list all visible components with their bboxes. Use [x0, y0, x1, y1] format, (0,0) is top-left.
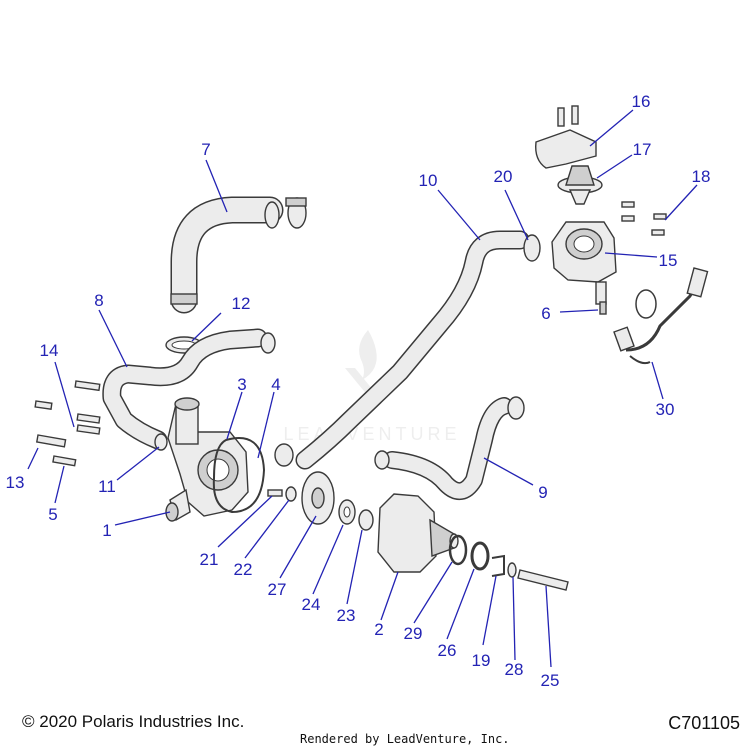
diagram-code: C701105 [668, 713, 740, 733]
part-19-clip[interactable] [491, 554, 505, 577]
part-10-clamp-lower[interactable] [274, 443, 294, 467]
part-8-hose[interactable] [102, 328, 268, 450]
callout-27[interactable]: 27 [268, 580, 287, 599]
part-29-o-ring[interactable] [448, 534, 468, 566]
callout-5[interactable]: 5 [48, 505, 57, 524]
callout-2[interactable]: 2 [374, 620, 383, 639]
part-6-sensor[interactable] [595, 281, 607, 315]
part-22-washer[interactable] [285, 486, 297, 502]
part-26-ring[interactable] [470, 541, 490, 571]
hose-end [264, 201, 280, 229]
callout-6[interactable]: 6 [541, 304, 550, 323]
callout-4[interactable]: 4 [271, 375, 280, 394]
callout-8[interactable]: 8 [94, 291, 103, 310]
callout-28[interactable]: 28 [505, 660, 524, 679]
rendered-by-credit: Rendered by LeadVenture, Inc. [300, 732, 510, 746]
part-21-bolt[interactable] [267, 489, 283, 497]
part-18-bolts[interactable] [621, 201, 667, 236]
part-2-pump-cover[interactable] [377, 493, 459, 573]
watermark-flame-icon [359, 330, 377, 380]
part-27-impeller[interactable] [301, 471, 335, 525]
callout-24[interactable]: 24 [302, 595, 321, 614]
part-10-hose[interactable] [295, 230, 530, 470]
part-17-thermostat[interactable] [557, 165, 603, 205]
part-16-outlet-cover[interactable] [535, 105, 597, 169]
part-24-seal[interactable] [338, 499, 356, 525]
part-13-bolt[interactable] [35, 434, 67, 448]
part-11-clamp[interactable] [154, 433, 168, 451]
callout-9[interactable]: 9 [538, 483, 547, 502]
copyright-notice: © 2020 Polaris Industries Inc. [22, 712, 245, 731]
callout-23[interactable]: 23 [337, 606, 356, 625]
part-1-pump-housing[interactable] [165, 397, 249, 522]
callout-11[interactable]: 11 [98, 477, 116, 496]
callout-16[interactable]: 16 [632, 92, 651, 111]
callout-10[interactable]: 10 [419, 171, 438, 190]
part-7-hose[interactable] [170, 196, 284, 314]
callout-29[interactable]: 29 [404, 624, 423, 643]
part-4-gasket[interactable] [212, 437, 266, 514]
part-23-bearing[interactable] [358, 509, 374, 531]
callout-21[interactable]: 21 [200, 550, 219, 569]
part-20-clamp[interactable] [523, 234, 541, 262]
part-7-clamp[interactable] [285, 197, 307, 229]
leader-lines [27, 109, 698, 668]
part-15-thermostat-housing[interactable] [551, 221, 617, 283]
part-30-harness[interactable] [613, 267, 709, 365]
callout-18[interactable]: 18 [692, 167, 711, 186]
callout-26[interactable]: 26 [438, 641, 457, 660]
part-14-bolts[interactable] [34, 380, 101, 435]
callout-12[interactable]: 12 [232, 294, 251, 313]
callout-1[interactable]: 1 [102, 521, 111, 540]
part-25-shaft[interactable] [517, 569, 569, 591]
part-28-seal[interactable] [507, 562, 517, 578]
callout-22[interactable]: 22 [234, 560, 253, 579]
callout-labels: 1 2 3 4 5 6 7 8 9 10 11 12 13 14 15 16 1… [6, 92, 711, 690]
callout-3[interactable]: 3 [237, 375, 246, 394]
callout-17[interactable]: 17 [633, 140, 652, 159]
callout-15[interactable]: 15 [659, 251, 678, 270]
callout-14[interactable]: 14 [40, 341, 59, 360]
callout-30[interactable]: 30 [656, 400, 675, 419]
callout-7[interactable]: 7 [201, 140, 210, 159]
part-8-clamp[interactable] [260, 332, 276, 354]
callout-13[interactable]: 13 [6, 473, 25, 492]
part-5-bolt[interactable] [52, 455, 77, 467]
callout-25[interactable]: 25 [541, 671, 560, 690]
part-9-clamps[interactable] [374, 396, 525, 470]
part-9-hose[interactable] [383, 397, 513, 500]
watermark-text: LEADVENTURE [283, 424, 460, 444]
callout-19[interactable]: 19 [472, 651, 491, 670]
callout-20[interactable]: 20 [494, 167, 513, 186]
